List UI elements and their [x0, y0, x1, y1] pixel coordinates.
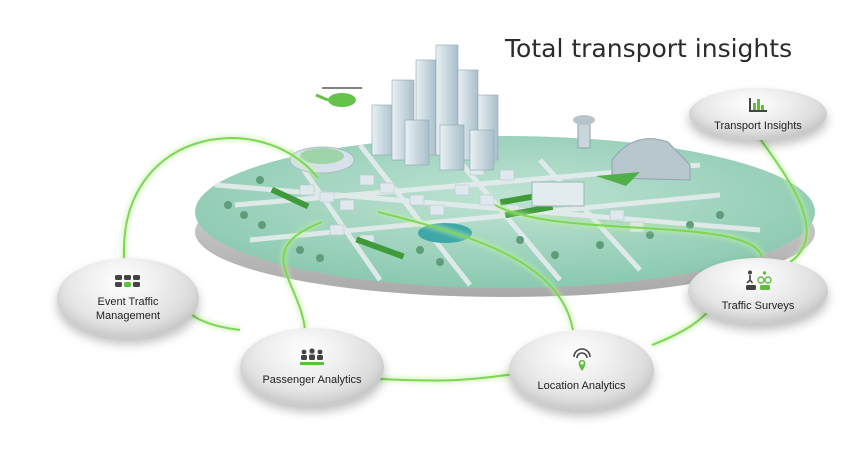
- node-traffic-surveys: Traffic Surveys: [688, 258, 828, 324]
- skyscrapers: [372, 45, 498, 170]
- node-label: Traffic Surveys: [722, 299, 795, 313]
- node-label: Passenger Analytics: [262, 373, 361, 387]
- node-event-traffic-management: Event Traffic Management: [57, 258, 199, 338]
- people-group-icon: [299, 348, 325, 370]
- node-passenger-analytics: Passenger Analytics: [240, 328, 384, 406]
- node-location-analytics: Location Analytics: [509, 330, 654, 410]
- pedestrian-cyclist-car-icon: [743, 270, 773, 296]
- diagram-title: Total transport insights: [505, 34, 792, 63]
- location-signal-icon: [571, 348, 593, 376]
- bar-chart-icon: [748, 96, 768, 116]
- node-label: Event Traffic Management: [78, 295, 178, 323]
- node-transport-insights: Transport Insights: [689, 88, 827, 140]
- cars-queue-icon: [114, 274, 142, 292]
- depot-building: [532, 182, 584, 206]
- node-label: Transport Insights: [714, 119, 802, 133]
- node-label: Location Analytics: [537, 379, 625, 393]
- helicopter: [316, 88, 362, 107]
